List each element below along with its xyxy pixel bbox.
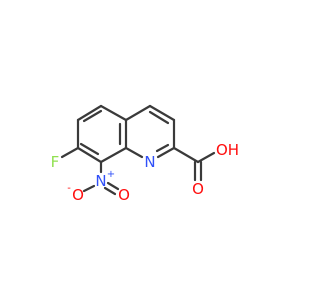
bond-nitro-o-single — [82, 184, 96, 193]
bond-nitro-o-double-b — [103, 186, 117, 196]
carbonyl-oxygen-label: O — [192, 180, 204, 198]
nitro-oxygen-single-label: O — [72, 186, 84, 204]
nitro-nitrogen-charge: + — [107, 169, 115, 180]
bond-n1-c8a — [124, 146, 144, 159]
bond-c5-c4a — [99, 104, 128, 122]
bond-carboxyl-oh — [196, 151, 216, 164]
bond-c4a-c4 — [124, 104, 152, 122]
bond-c7-f — [60, 146, 80, 159]
bond-c4-c3-inner — [148, 110, 170, 125]
nitro-nitrogen-label: N — [95, 172, 106, 190]
bond-c8-c7 — [76, 146, 103, 164]
hydroxyl-label: OH — [216, 141, 239, 159]
bond-c4-c3 — [148, 104, 176, 122]
bond-c8a-c8 — [99, 146, 128, 164]
atom-labels: F N N + O - O OH O — [51, 141, 239, 204]
nitro-oxygen-charge: - — [67, 183, 71, 194]
bond-c8-c7-inner — [79, 142, 100, 156]
ring-nitrogen-label: N — [144, 153, 155, 171]
bond-c2-n1-inner — [155, 143, 170, 153]
bonds — [60, 104, 216, 196]
nitro-oxygen-double-label: O — [118, 186, 130, 204]
bond-c2-carboxyl — [172, 146, 200, 164]
bond-nitro-o-double-a — [106, 181, 120, 191]
fluorine-label: F — [51, 153, 60, 171]
molecule-structure: F N N + O - O OH O — [51, 104, 239, 204]
bond-c2-n1 — [156, 146, 176, 159]
bond-c6-c5 — [76, 104, 103, 122]
bond-c6-c5-inner — [82, 109, 103, 123]
